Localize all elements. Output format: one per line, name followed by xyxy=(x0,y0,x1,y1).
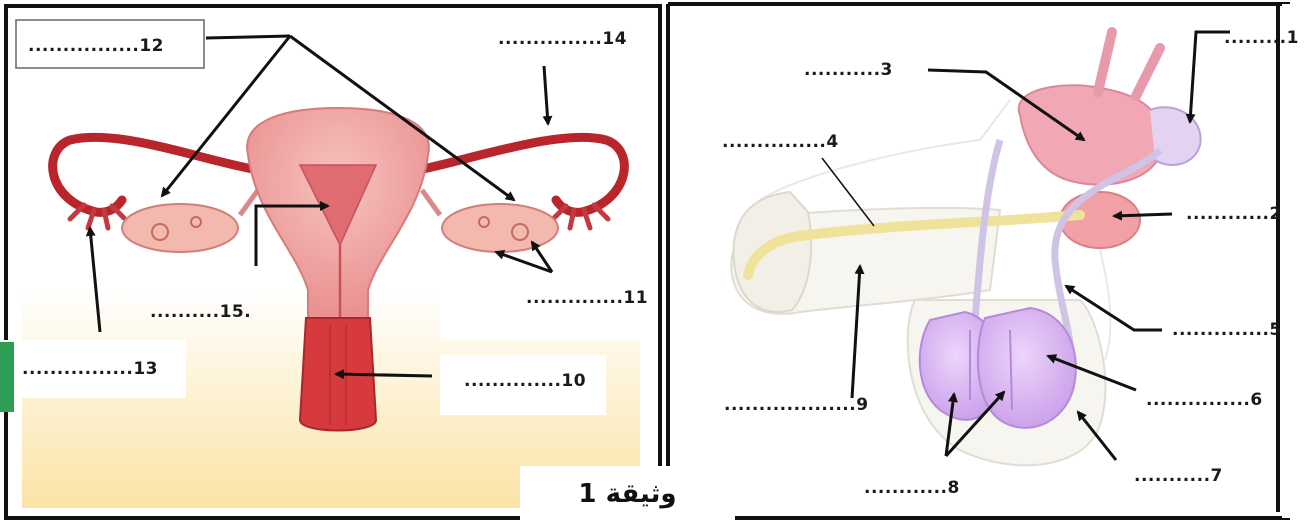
document-title: وثيقة 1 xyxy=(520,466,735,522)
glans xyxy=(733,192,811,312)
label-2: ............2 xyxy=(1186,204,1282,224)
label-11: ..............11 xyxy=(526,288,648,308)
label-5: ..............5 xyxy=(1172,320,1282,340)
right-ovary xyxy=(442,204,558,252)
right-fallopian-tube xyxy=(418,137,624,212)
pointer-14 xyxy=(544,66,548,124)
label-9: ...................9 xyxy=(724,395,869,415)
label-10: ..............10 xyxy=(464,371,586,391)
pointer-10 xyxy=(336,374,432,376)
label-12: ................12 xyxy=(28,36,164,56)
label-14: ...............14 xyxy=(498,29,627,49)
label-6: ...............6 xyxy=(1146,390,1263,410)
pointer-2 xyxy=(1114,214,1172,216)
label-3: ...........3 xyxy=(804,60,893,80)
label-13: ................13 xyxy=(22,359,158,379)
left-ovary xyxy=(122,204,238,252)
male-panel xyxy=(668,4,1312,518)
label-8: ............8 xyxy=(864,478,960,498)
ureter-right xyxy=(1136,48,1160,96)
left-fallopian-tube xyxy=(53,137,258,212)
ureter-left xyxy=(1098,32,1112,92)
bladder xyxy=(1019,85,1163,184)
green-edge-strip xyxy=(0,342,14,412)
testis-right xyxy=(978,308,1076,428)
label-15: ..........15. xyxy=(150,302,251,322)
label-7: ...........7 xyxy=(1134,466,1223,486)
female-panel xyxy=(0,6,660,518)
pointer-12 xyxy=(206,36,290,38)
label-4: ...............4 xyxy=(722,132,839,152)
label-1: .........1 xyxy=(1224,28,1299,48)
